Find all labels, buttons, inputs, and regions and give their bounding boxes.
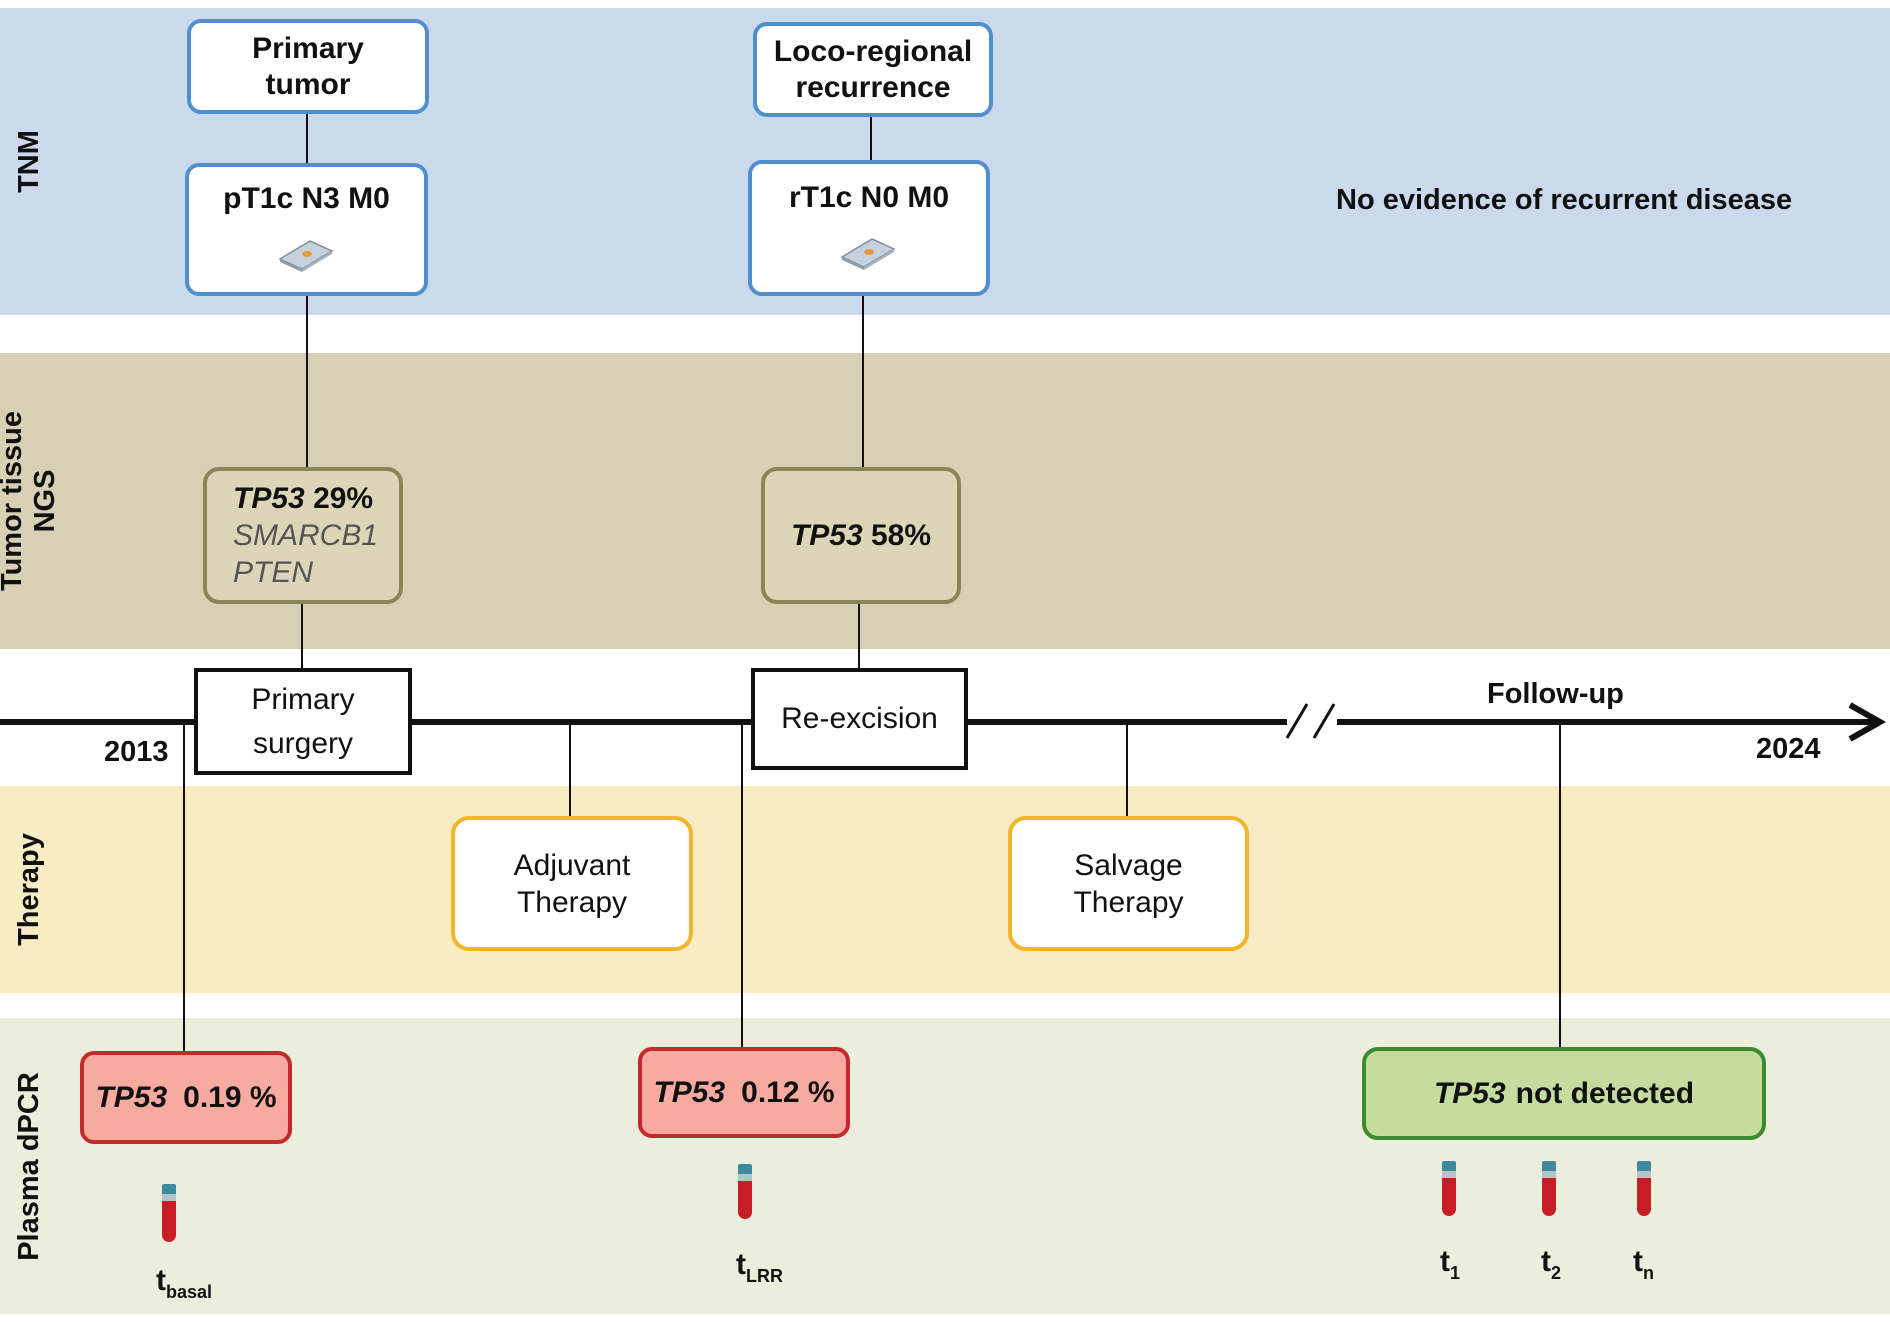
primary-tumor-box: Primary tumor [187, 19, 429, 114]
reexcision-box: Re-excision [751, 668, 968, 770]
end-year-label: 2024 [1756, 733, 1821, 765]
stage-recurrence-box: rT1c N0 M0 [748, 160, 990, 296]
t1-main: t [1440, 1245, 1450, 1278]
basal-dpcr-box: TP53 0.19 % [80, 1051, 292, 1144]
stage-recurrence-text: rT1c N0 M0 [788, 181, 950, 214]
basal-dpcr-value: 0.19 % [183, 1080, 277, 1114]
salvage-therapy-line1: Salvage [1074, 848, 1183, 882]
primary-surgery-line1: Primary [251, 682, 355, 716]
t1-sub: 1 [1450, 1263, 1461, 1283]
ngs-primary-gene3: PTEN [233, 556, 314, 589]
therapy-band [0, 786, 1890, 993]
ngs-recurrence-gene: TP53 [790, 519, 863, 552]
tissue-slide-icon [840, 238, 896, 270]
tissue-slide-icon [278, 240, 334, 272]
basal-dpcr-gene: TP53 [95, 1080, 168, 1114]
primary-tumor-label-line2: tumor [265, 67, 351, 101]
no-evidence-label: No evidence of recurrent disease [1336, 184, 1793, 216]
t-basal-main: t [156, 1264, 166, 1297]
tn-label: tn [1633, 1245, 1654, 1284]
reexcision-label: Re-excision [781, 702, 938, 735]
blood-tube-icon [1442, 1161, 1456, 1216]
t2-label: t2 [1541, 1245, 1561, 1284]
t-basal-sub: basal [166, 1282, 213, 1302]
blood-tube-icon [162, 1184, 176, 1242]
recurrence-label-line1: Loco-regional [773, 34, 973, 68]
t2-sub: 2 [1551, 1263, 1562, 1283]
ngs-primary-box: TP53 29% SMARCB1 PTEN [203, 467, 403, 604]
ngs-primary-gene: TP53 [233, 482, 305, 515]
not-detected-dpcr-box: TP53 not detected [1362, 1047, 1766, 1140]
lrr-dpcr-gene: TP53 [653, 1075, 726, 1109]
ngs-primary-gene2: SMARCB1 [233, 519, 379, 552]
ngs-recurrence-line: TP53 58% [791, 517, 931, 554]
t-basal-label: tbasal [156, 1264, 212, 1303]
not-detected-text: not detected [1515, 1076, 1695, 1110]
t-lrr-main: t [736, 1248, 746, 1281]
t2-main: t [1541, 1245, 1551, 1278]
lrr-dpcr-box: TP53 0.12 % [638, 1047, 850, 1138]
recurrence-box: Loco-regional recurrence [753, 22, 993, 117]
adjuvant-therapy-box: Adjuvant Therapy [451, 816, 693, 951]
axis-break-mark-1 [1285, 703, 1309, 739]
ngs-recurrence-box: TP53 58% [761, 467, 961, 604]
primary-surgery-box: Primary surgery [194, 668, 412, 775]
blood-tube-icon [738, 1164, 752, 1219]
followup-label: Follow-up [1487, 678, 1624, 710]
adjuvant-therapy-line2: Therapy [516, 885, 628, 919]
primary-surgery-line2: surgery [252, 726, 354, 760]
t-lrr-sub: LRR [746, 1266, 783, 1286]
ngs-primary-pct: 29% [313, 482, 374, 515]
salvage-therapy-box: Salvage Therapy [1008, 816, 1249, 951]
not-detected-gene: TP53 [1433, 1076, 1506, 1110]
tn-sub: n [1643, 1263, 1654, 1283]
stage-primary-box: pT1c N3 M0 [185, 163, 428, 296]
adjuvant-therapy-line1: Adjuvant [513, 848, 631, 882]
t-lrr-label: tLRR [736, 1248, 783, 1287]
tn-main: t [1633, 1245, 1643, 1278]
primary-tumor-label-line1: Primary [252, 31, 364, 65]
blood-tube-icon [1542, 1161, 1556, 1216]
ngs-primary-line1: TP53 29% [233, 480, 373, 517]
recurrence-label-line2: recurrence [795, 70, 951, 104]
salvage-therapy-line2: Therapy [1073, 885, 1184, 919]
start-year-label: 2013 [104, 736, 169, 768]
axis-break-mark-2 [1312, 703, 1336, 739]
stage-primary-text: pT1c N3 M0 [223, 182, 390, 215]
blood-tube-icon [1637, 1161, 1651, 1216]
t1-label: t1 [1440, 1245, 1460, 1284]
ngs-recurrence-pct: 58% [871, 519, 932, 552]
lrr-dpcr-value: 0.12 % [741, 1075, 835, 1109]
